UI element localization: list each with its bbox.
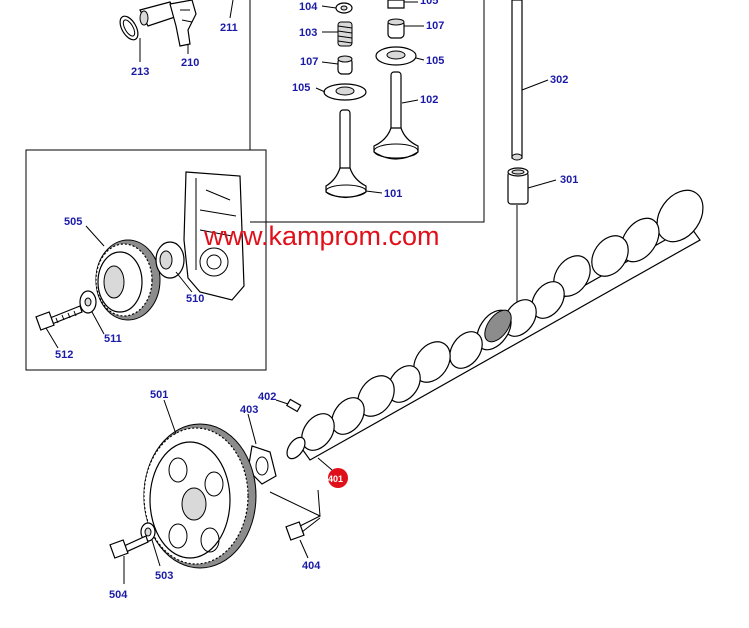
part-210-housing	[139, 0, 197, 47]
part-505-idler-gear	[95, 239, 161, 321]
part-401-hotspot[interactable]	[328, 468, 348, 488]
callout-105-top[interactable]: 105	[420, 0, 438, 7]
callout-504[interactable]: 504	[109, 589, 128, 601]
callout-401[interactable]: 401	[328, 474, 343, 484]
callout-107-left[interactable]: 107	[300, 56, 318, 68]
part-511-washer	[79, 290, 97, 314]
callout-505[interactable]: 505	[64, 216, 82, 228]
part-301-tappet	[507, 167, 529, 205]
part-103-valve-spring	[337, 21, 353, 47]
callout-301[interactable]: 301	[560, 174, 578, 186]
part-510-idler-hub	[155, 241, 185, 279]
part-504-bolt	[109, 535, 149, 559]
part-501-cam-gear	[143, 423, 257, 569]
part-105b-spring-seat	[375, 46, 417, 66]
callout-512[interactable]: 512	[55, 349, 73, 361]
callout-102[interactable]: 102	[420, 94, 438, 106]
callout-503[interactable]: 503	[155, 570, 173, 582]
callout-210[interactable]: 210	[181, 57, 199, 69]
gear-detail-frame	[25, 149, 267, 371]
callout-404[interactable]: 404	[302, 560, 321, 572]
part-101-exhaust-valve	[325, 109, 367, 199]
part-107a-valve-seal	[337, 55, 353, 75]
callout-105-left[interactable]: 105	[292, 82, 310, 94]
callout-103[interactable]: 103	[299, 27, 317, 39]
part-402-key	[285, 398, 302, 413]
part-404-bolt	[285, 515, 321, 541]
callout-213[interactable]: 213	[131, 66, 149, 78]
callout-105-right[interactable]: 105	[426, 55, 444, 67]
callout-302[interactable]: 302	[550, 74, 568, 86]
part-104-valve-cotter	[335, 2, 353, 14]
callout-211[interactable]: 211	[220, 22, 238, 34]
callout-104[interactable]: 104	[299, 1, 318, 13]
callout-402[interactable]: 402	[258, 391, 276, 403]
callout-403[interactable]: 403	[240, 404, 258, 416]
engine-block-fragment	[183, 171, 245, 301]
callout-510[interactable]: 510	[186, 293, 204, 305]
part-107b-valve-seal	[387, 18, 405, 39]
callout-511[interactable]: 511	[104, 333, 122, 345]
part-102-intake-valve	[373, 71, 419, 160]
part-213-oring	[119, 15, 139, 41]
callout-101[interactable]: 101	[384, 188, 402, 200]
part-512-bolt	[35, 305, 83, 331]
watermark-text: www.kamprom.com	[203, 221, 440, 251]
part-105a-spring-seat	[323, 83, 367, 101]
camshaft-body	[286, 189, 704, 461]
callout-501[interactable]: 501	[150, 389, 168, 401]
part-302-push-rod	[511, 0, 523, 161]
callout-107-right[interactable]: 107	[426, 20, 444, 32]
valve-group-frame	[249, 0, 485, 223]
